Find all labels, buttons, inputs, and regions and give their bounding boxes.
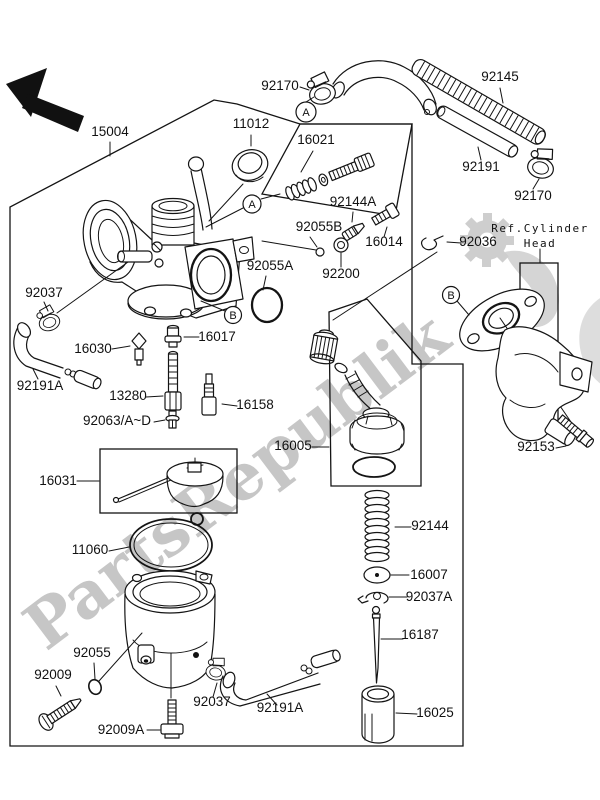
svg-text:A: A — [302, 107, 310, 119]
part-throttle-stop-set-16021 — [285, 152, 375, 201]
label-16017: 16017 — [198, 329, 236, 344]
label-16005: 16005 — [274, 438, 312, 453]
svg-text:B: B — [447, 290, 454, 302]
label-16158: 16158 — [236, 397, 274, 412]
cable-adjuster-box — [328, 298, 422, 487]
part-float-bowl — [124, 570, 216, 689]
label-92037a: 92037A — [406, 589, 453, 604]
part-bolt-92153 — [556, 414, 595, 448]
part-spring-screw-92144a — [341, 222, 365, 241]
label-92200: 92200 — [322, 266, 360, 281]
part-ring-11012 — [231, 149, 269, 183]
label-15004: 15004 — [91, 124, 129, 139]
part-screw-92009 — [38, 698, 82, 731]
label-92170-top: 92170 — [261, 78, 299, 93]
leader-lines — [32, 86, 567, 731]
label-16031: 16031 — [39, 473, 77, 488]
part-screw-16014 — [371, 202, 400, 226]
part-duct-92145 — [411, 58, 546, 145]
label-92037-bottom: 92037 — [193, 694, 231, 709]
part-bolt-92009a — [160, 699, 184, 739]
label-92153: 92153 — [517, 439, 555, 454]
part-clamp-92037-left — [33, 302, 63, 334]
direction-arrow-icon — [6, 68, 84, 132]
part-tube-92191 — [436, 105, 519, 158]
label-13280: 13280 — [109, 388, 147, 403]
part-oring-16005 — [352, 456, 396, 478]
part-holder-13280 — [164, 350, 182, 411]
part-intake-boot — [495, 326, 593, 447]
label-92037-left: 92037 — [25, 285, 63, 300]
label-16014: 16014 — [365, 234, 403, 249]
label-92055: 92055 — [73, 645, 111, 660]
callout-a-top: A — [295, 101, 317, 123]
float-box — [99, 448, 238, 514]
part-washer-92200 — [333, 237, 349, 253]
part-float-16031 — [112, 457, 224, 508]
part-jet-92063 — [165, 410, 180, 429]
label-16030: 16030 — [74, 341, 112, 356]
callout-a-body: A — [242, 194, 262, 214]
label-16021: 16021 — [297, 132, 335, 147]
part-spring-92144 — [364, 489, 390, 563]
part-needle-valve-16030 — [131, 332, 147, 366]
label-92036: 92036 — [459, 234, 497, 249]
part-screw-16017 — [164, 324, 182, 348]
label-16025: 16025 — [416, 705, 454, 720]
label-92009: 92009 — [34, 667, 72, 682]
part-washer-16007 — [363, 566, 391, 584]
part-labels: 15004 11012 92170 92145 92191 92170 1602… — [17, 69, 555, 737]
part-hose-92191a-left — [13, 322, 102, 390]
svg-text:B: B — [229, 310, 236, 322]
part-oring-92055b — [315, 247, 325, 257]
label-11012: 11012 — [233, 116, 270, 131]
label-92055b: 92055B — [296, 219, 343, 234]
part-oring-92055 — [88, 678, 102, 696]
label-92145: 92145 — [481, 69, 519, 84]
label-11060: 11060 — [72, 542, 109, 557]
label-92170-right: 92170 — [514, 188, 552, 203]
part-clip-92037a — [357, 591, 389, 604]
callout-b-body: B — [223, 305, 243, 325]
part-clamp-92170-right — [524, 143, 559, 182]
label-16187: 16187 — [401, 627, 439, 642]
part-jet-needle-16187 — [371, 605, 381, 684]
svg-text:A: A — [248, 199, 256, 211]
part-clamp-92170-top — [304, 69, 339, 108]
label-92191a-bottom: 92191A — [257, 700, 304, 715]
label-16007: 16007 — [410, 567, 448, 582]
label-92191a-left: 92191A — [17, 378, 64, 393]
ref-cylinder-head-note: Ref.Cylinder Head — [491, 222, 588, 250]
callout-b-flange: B — [441, 285, 461, 305]
part-nozzle-16158 — [201, 373, 217, 416]
part-oring-92055a — [250, 286, 284, 324]
ref-text-line2: Head — [524, 237, 557, 250]
label-92144: 92144 — [411, 518, 449, 533]
label-92144a: 92144A — [330, 194, 377, 209]
part-slide-16025 — [361, 685, 395, 744]
label-92009a: 92009A — [98, 722, 145, 737]
ref-text-line1: Ref.Cylinder — [491, 222, 588, 235]
label-92191: 92191 — [462, 159, 500, 174]
label-92055a: 92055A — [247, 258, 294, 273]
part-hose-92191a-bottom — [219, 649, 341, 707]
part-carburetor-body — [82, 156, 255, 320]
part-clip-92036 — [420, 235, 444, 251]
label-92063: 92063/A~D — [83, 413, 151, 428]
part-cap-assembly-16005 — [309, 329, 405, 478]
